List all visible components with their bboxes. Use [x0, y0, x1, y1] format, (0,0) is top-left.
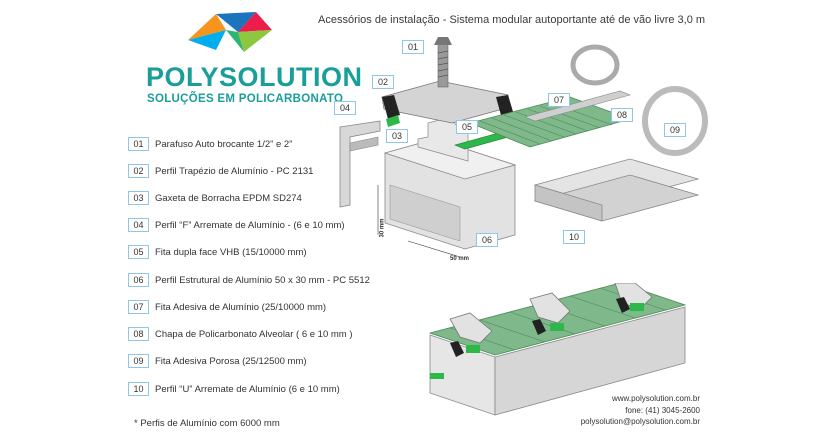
legend-text: Fita Adesiva Porosa (25/12500 mm): [155, 355, 307, 367]
diagram-label-09: 09: [664, 123, 686, 137]
legend-item: 06 Perfil Estrutural de Alumínio 50 x 30…: [128, 271, 370, 289]
footnote: * Perfis de Alumínio com 6000 mm: [134, 418, 280, 429]
email-text: polysolution@polysolution.com.br: [580, 417, 700, 426]
legend-number: 10: [128, 382, 149, 396]
legend-number: 01: [128, 137, 149, 151]
brand-name: POLYSOLUTION: [146, 62, 363, 92]
legend-number: 08: [128, 327, 149, 341]
diagram-label-07: 07: [548, 93, 570, 107]
legend-text: Perfil Estrutural de Alumínio 50 x 30 mm…: [155, 274, 370, 286]
legend-number: 07: [128, 300, 149, 314]
legend-number: 04: [128, 218, 149, 232]
brand-tagline: SOLUÇÕES EM POLICARBONATO: [147, 93, 344, 105]
legend-item: 04 Perfil “F” Arremate de Alumínio - (6 …: [128, 216, 345, 234]
legend-number: 02: [128, 164, 149, 178]
diagram-label-04: 04: [334, 101, 356, 115]
contact-block: www.polysolution.com.br fone: (41) 3045-…: [560, 393, 700, 428]
legend-text: Perfil Trapézio de Alumínio - PC 2131: [155, 165, 314, 177]
legend-text: Perfil “U” Arremate de Alumínio (6 e 10 …: [155, 383, 340, 395]
legend-item: 02 Perfil Trapézio de Alumínio - PC 2131: [128, 162, 313, 180]
legend-text: Chapa de Policarbonato Alveolar ( 6 e 10…: [155, 328, 353, 340]
legend-number: 09: [128, 354, 149, 368]
diagram-label-03: 03: [386, 129, 408, 143]
legend-item: 07 Fita Adesiva de Alumínio (25/10000 mm…: [128, 298, 326, 316]
diagram-label-08: 08: [611, 108, 633, 122]
website-text: www.polysolution.com.br: [611, 394, 700, 403]
legend-item: 03 Gaxeta de Borracha EPDM SD274: [128, 189, 302, 207]
legend-number: 06: [128, 273, 149, 287]
legend-number: 05: [128, 245, 149, 259]
legend-text: Gaxeta de Borracha EPDM SD274: [155, 192, 302, 204]
dimension-width: 50 mm: [450, 256, 470, 262]
diagram-label-10: 10: [563, 230, 585, 244]
phone-text: fone: (41) 3045-2600: [625, 405, 700, 415]
legend-item: 10 Perfil “U” Arremate de Alumínio (6 e …: [128, 380, 340, 398]
legend-number: 03: [128, 191, 149, 205]
diagram-label-01: 01: [402, 40, 424, 54]
diagram-label-06: 06: [476, 233, 498, 247]
legend-item: 01 Parafuso Auto brocante 1/2” e 2”: [128, 135, 292, 153]
dimension-height: 30 mm: [379, 218, 386, 238]
legend-text: Parafuso Auto brocante 1/2” e 2”: [155, 138, 293, 150]
legend-text: Fita dupla face VHB (15/10000 mm): [155, 246, 307, 258]
page-title: Acessórios de instalação - Sistema modul…: [318, 14, 706, 26]
diagram-label-02: 02: [372, 75, 394, 89]
assembled-view-illustration: [428, 283, 687, 416]
legend-item: 05 Fita dupla face VHB (15/10000 mm): [128, 243, 307, 261]
legend-item: 08 Chapa de Policarbonato Alveolar ( 6 e…: [128, 325, 353, 343]
legend-item: 09 Fita Adesiva Porosa (25/12500 mm): [128, 352, 307, 370]
legend-text: Perfil “F” Arremate de Alumínio - (6 e 1…: [155, 219, 345, 231]
exploded-diagram-illustration: [339, 37, 708, 258]
logo-icon: [188, 12, 272, 52]
diagram-label-05: 05: [456, 120, 478, 134]
legend-text: Fita Adesiva de Alumínio (25/10000 mm): [155, 301, 327, 313]
